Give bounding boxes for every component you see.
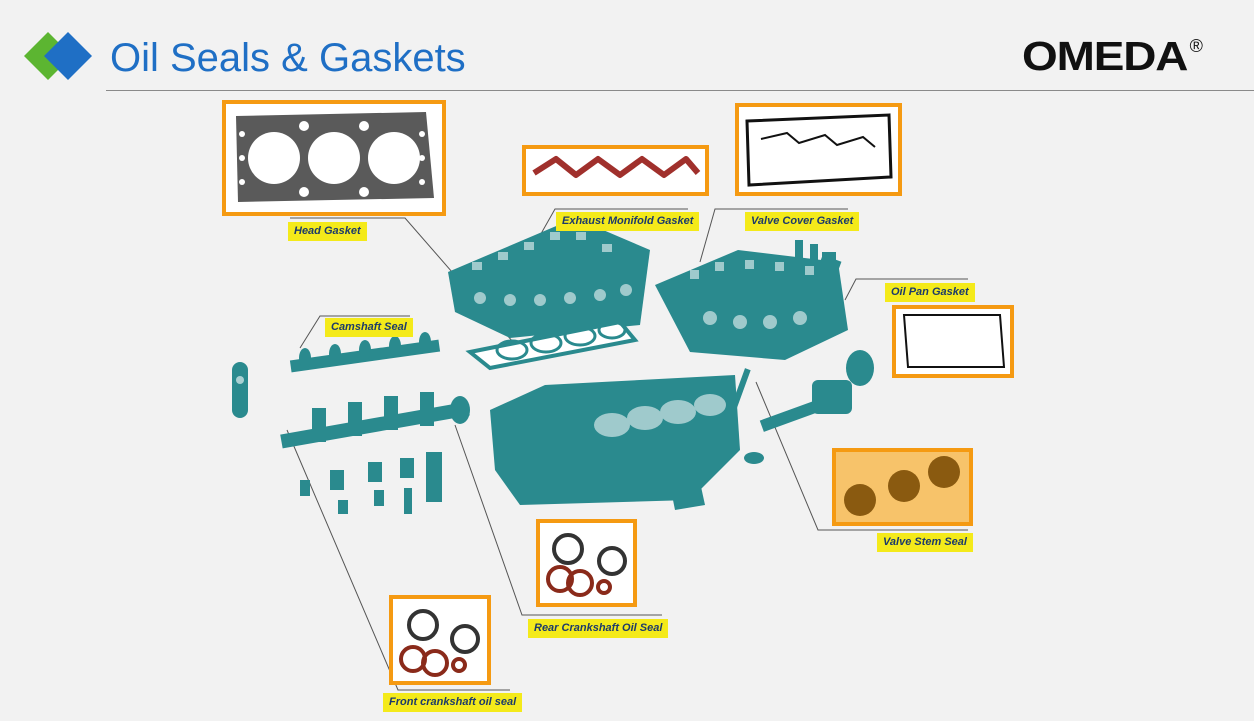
leader-valve-cover: [699, 208, 848, 263]
label-camshaft-seal: Camshaft Seal: [325, 318, 413, 337]
title-divider: [106, 90, 1254, 91]
leader-oil-pan: [844, 278, 968, 301]
cylinder-head-right: [655, 240, 848, 360]
label-rear-crankshaft-oil-seal: Rear Crankshaft Oil Seal: [528, 619, 669, 638]
label-head-gasket: Head Gasket: [288, 222, 367, 241]
oil-pan-gasket-photo: [892, 305, 1014, 378]
valve-stem-seal-photo: [832, 448, 973, 526]
camshaft: [289, 332, 441, 373]
timing-cover: [232, 362, 248, 418]
leader-valve-stem: [755, 381, 968, 531]
label-exhaust-manifold-gasket: Exhaust Monifold Gasket: [556, 212, 700, 231]
leader-front-crank: [286, 429, 510, 691]
label-valve-cover-gasket: Valve Cover Gasket: [745, 212, 860, 231]
crankshaft: [280, 392, 470, 449]
head-gasket-photo: [222, 100, 446, 216]
registered-mark: ®: [1189, 36, 1203, 56]
gasket-outline-center: [465, 319, 639, 371]
front-crankshaft-oil-seal-photo: [389, 595, 491, 685]
cylinder-head-left: [448, 218, 650, 338]
omeda-logo: OMEDA ®: [1022, 34, 1203, 78]
valve-and-piston-parts: [731, 350, 874, 464]
rear-crankshaft-oil-seal-photo: [536, 519, 637, 607]
brand-name: OMEDA: [1022, 33, 1188, 79]
label-front-crankshaft-oil-seal: Front crankshaft oil seal: [383, 693, 523, 712]
double-diamond-logo-icon: [24, 32, 92, 80]
label-valve-stem-seal: Valve Stem Seal: [877, 533, 973, 552]
page-title: Oil Seals & Gaskets: [110, 36, 466, 80]
oil-pan-side-part: [818, 254, 842, 274]
engine-block: [490, 375, 740, 510]
bearing-caps: [300, 452, 442, 514]
exhaust-manifold-gasket-photo: [522, 145, 709, 196]
leader-rear-crank: [454, 424, 662, 616]
leader-camshaft-seal: [299, 315, 410, 349]
valve-cover-gasket-photo: [735, 103, 902, 196]
label-oil-pan-gasket: Oil Pan Gasket: [885, 283, 975, 302]
